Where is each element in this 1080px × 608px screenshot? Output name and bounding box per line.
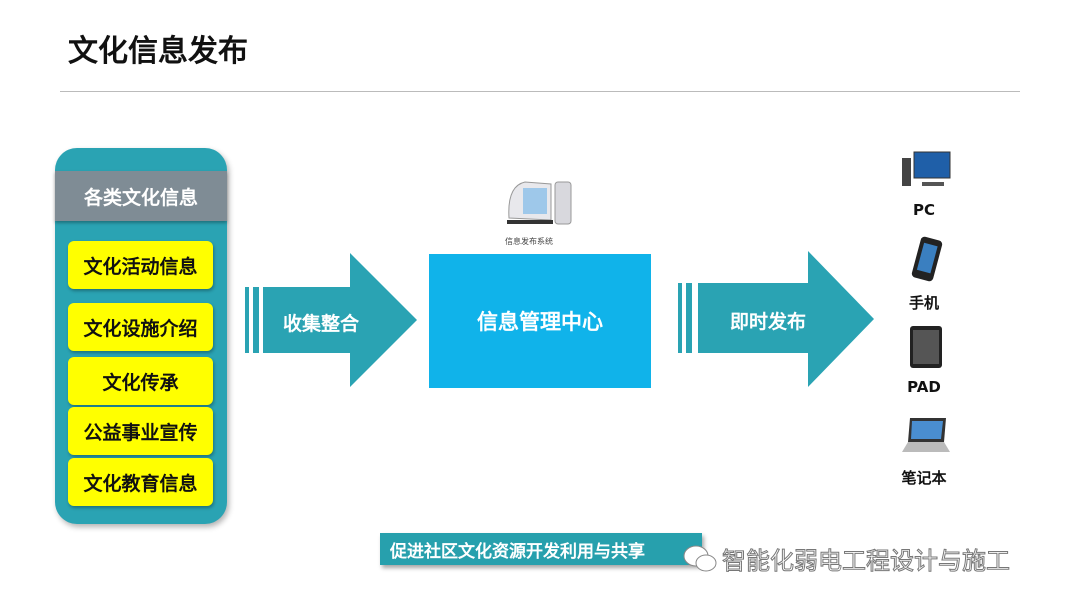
panel-header: 各类文化信息 — [55, 171, 227, 221]
watermark-text: 智能化弱电工程设计与施工 — [722, 547, 1011, 576]
collect-arrow — [245, 253, 417, 387]
bottom-banner: 促进社区文化资源开发利用与共享 — [380, 533, 702, 565]
watermark: 智能化弱电工程设计与施工 — [682, 541, 1011, 576]
page-title: 文化信息发布 — [68, 34, 248, 69]
desktop-icon — [902, 151, 951, 186]
info-item: 文化教育信息 — [68, 458, 213, 506]
publish-label: 即时发布 — [730, 311, 807, 333]
device-label-laptop: 笔记本 — [901, 469, 947, 487]
tablet-icon — [910, 326, 942, 368]
info-item: 文化活动信息 — [68, 241, 213, 289]
wechat-icon — [683, 545, 717, 571]
info-item: 文化传承 — [68, 357, 213, 405]
info-item: 公益事业宣传 — [68, 407, 213, 455]
device-label-pc: PC — [912, 201, 935, 219]
phone-icon — [911, 236, 943, 282]
info-management-center: 信息管理中心 — [429, 254, 651, 388]
device-label-pad: PAD — [907, 378, 941, 396]
device-label-phone: 手机 — [908, 294, 939, 312]
info-item: 文化设施介绍 — [68, 303, 213, 351]
collect-label: 收集整合 — [283, 313, 360, 335]
publish-arrow — [678, 251, 874, 387]
laptop-icon — [902, 418, 950, 452]
divider — [60, 91, 1020, 92]
system-label: 信息发布系统 — [505, 237, 553, 246]
computer-icon — [507, 181, 572, 225]
